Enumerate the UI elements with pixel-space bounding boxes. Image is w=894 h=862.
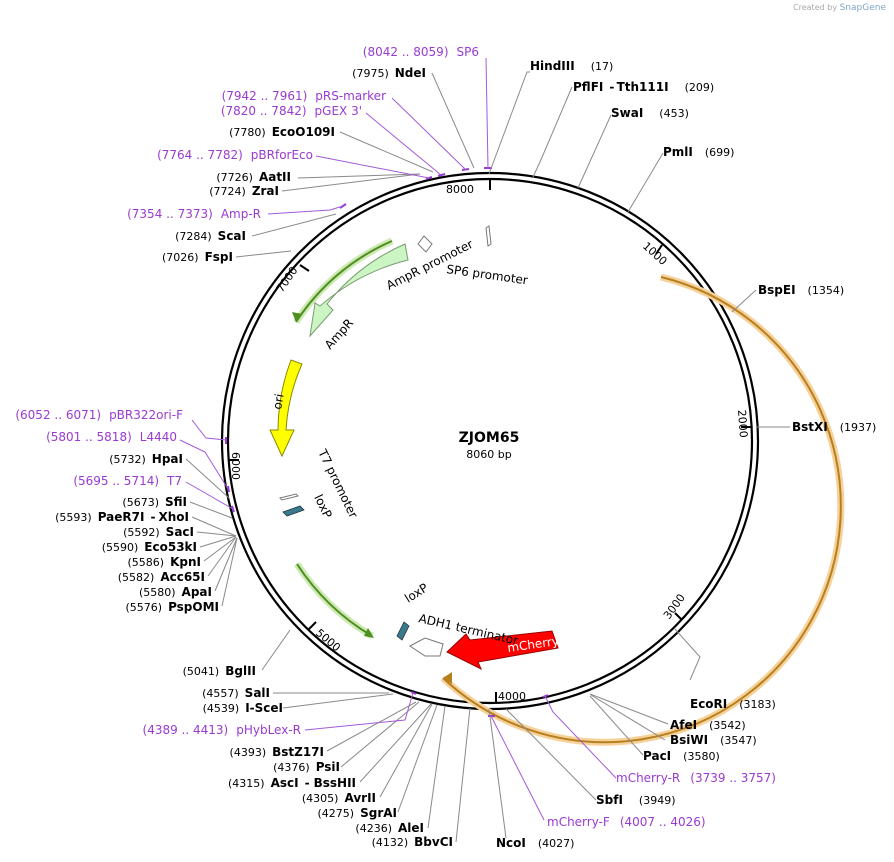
leader-lines (185, 71, 790, 843)
enzyme-ncoi: NcoI(4027) (496, 836, 574, 850)
enzyme-hindiii: HindIII(17) (530, 59, 613, 73)
enzyme-paer7i-xhoi: (5593)PaeR7I-XhoI (55, 510, 189, 524)
primer-mcherry-f: mCherry-F(4007 .. 4026) (547, 815, 706, 829)
tick-label-7000: 7000 (274, 264, 301, 294)
ori-feature-arrow (269, 359, 303, 458)
enzyme-alei: (4236)AleI (355, 821, 424, 835)
tick-label-8000: 8000 (446, 183, 474, 196)
primer-mark-phyblex-r (410, 691, 417, 695)
loxp-right-arrow (396, 621, 410, 641)
sp6-promoter-arrow (485, 225, 492, 247)
tick-label-2000: 2000 (735, 409, 750, 438)
tick-5000 (308, 621, 317, 630)
mcherry-feature-arrow (446, 630, 559, 671)
enzyme-zrai: (7724)ZraI (209, 184, 279, 198)
plasmid-length: 8060 bp (466, 448, 511, 461)
ampr-label: AmpR (322, 316, 356, 352)
primer-l4440: (5801 .. 5818)L4440 (46, 430, 177, 444)
tick-label-4000: 4000 (498, 690, 526, 703)
enzyme-bbvci: (4132)BbvCI (372, 835, 453, 849)
snapgene-logo: SnapGene (839, 3, 886, 13)
enzyme-sbfi: SbfI(3949) (596, 793, 676, 807)
enzyme-swai: SwaI(453) (611, 106, 689, 120)
enzyme-pspomi: (5576)PspOMI (125, 600, 219, 614)
enzyme-ecoo109i: (7780)EcoO109I (229, 125, 335, 139)
enzyme-eco53ki: (5590)Eco53kI (102, 540, 197, 554)
tick-7000 (299, 264, 310, 272)
scale-ticks (228, 179, 752, 703)
primer-pbrforeco: (7764 .. 7782)pBRforEco (157, 148, 313, 162)
green-arc-upper-halo (293, 237, 394, 324)
primer-mark-pgex3 (437, 173, 446, 177)
enzyme-bsiwi: BsiWI(3547) (670, 733, 757, 747)
tick-label-5000: 5000 (313, 626, 343, 654)
enzyme-saci: (5592)SacI (123, 525, 194, 539)
adh1-terminator-arrow (409, 637, 444, 657)
enzyme-avrii: (4305)AvrII (302, 791, 376, 805)
enzyme-sfii: (5673)SfiI (122, 495, 187, 509)
green-arc-lower-arrowhead (364, 628, 374, 638)
enzyme-pmli: PmlI(699) (663, 145, 734, 159)
primer-pbr322ori-f: (6052 .. 6071)pBR322ori-F (15, 408, 183, 422)
tick-1000 (655, 244, 663, 255)
primer-t7: (5695 .. 5714)T7 (73, 474, 182, 488)
enzyme-sali: (4557)SalI (202, 686, 270, 700)
ori-label: ori (270, 393, 286, 411)
enzyme-psii: (4376)PsiI (273, 760, 340, 774)
enzyme-ndei: (7975)NdeI (352, 66, 426, 80)
enzyme-asci-bsshii: (4315)AscI-BssHII (228, 776, 356, 790)
enzyme-bglii: (5041)BglII (183, 664, 256, 678)
green-arc-upper-arrowhead (292, 312, 302, 322)
primer-phyblex-r: (4389 .. 4413)pHybLex-R (143, 723, 301, 737)
enzyme-paci: PacI(3580) (643, 749, 720, 763)
enzyme-hpai: (5732)HpaI (109, 452, 183, 466)
enzyme-afei: AfeI(3542) (670, 718, 746, 732)
enzyme-i-scei: (4539)I-SceI (203, 701, 283, 715)
tick-label-6000: 6000 (229, 452, 242, 480)
primer-mcherry-r: mCherry-R(3739 .. 3757) (616, 771, 776, 785)
primer-prs-marker: (7942 .. 7961)pRS-marker (222, 89, 386, 103)
enzyme-ecori: EcoRI(3183) (690, 697, 776, 711)
enzyme-acc65i: (5582)Acc65I (118, 570, 205, 584)
primer-sp6: (8042 .. 8059)SP6 (363, 45, 479, 59)
enzyme-bstxi: BstXI(1937) (792, 420, 876, 434)
enzyme-bspei: BspEI(1354) (758, 283, 844, 297)
enzyme-kpni: (5586)KpnI (128, 555, 201, 569)
enzyme-bstz17i: (4393)BstZ17I (230, 745, 324, 759)
t7-promoter-arrow (279, 493, 299, 501)
enzyme-pflfi-tth111i: PflFI-Tth111I(209) (573, 80, 714, 94)
orange-arc-halo (440, 273, 845, 746)
ampr-promoter-arrow (417, 235, 433, 253)
enzyme-fspi: (7026)FspI (162, 250, 233, 264)
tick-label-1000: 1000 (640, 240, 670, 268)
plasmid-name: ZJOM65 (459, 430, 520, 446)
sp6-promoter-label: SP6 promoter (446, 262, 529, 287)
primer-pgex-3: (7820 .. 7842)pGEX 3' (221, 104, 362, 118)
credit-prefix: Created by (793, 3, 838, 12)
loxp-left-arrow (282, 505, 305, 517)
primer-leader-lines (179, 57, 617, 821)
tick-3000 (674, 612, 683, 621)
loxp-left-label: loxP (311, 492, 334, 520)
snapgene-credit: Created by SnapGene (793, 3, 886, 13)
primer-amp-r: (7354 .. 7373)Amp-R (127, 207, 261, 221)
orange-arc-feature (442, 276, 842, 744)
enzyme-scai: (7284)ScaI (175, 229, 246, 243)
enzyme-apai: (5580)ApaI (139, 585, 212, 599)
loxp-right-label: loxP (402, 581, 430, 606)
orange-arc-arrowhead (443, 672, 452, 684)
enzyme-aatii: (7726)AatII (216, 170, 291, 184)
enzyme-sgrai: (4275)SgrAI (318, 806, 397, 820)
green-arc-lower-halo (294, 562, 374, 640)
green-arc-upper (295, 240, 393, 323)
ampr-feature-arrow (309, 243, 409, 338)
green-arc-lower (296, 563, 373, 637)
primer-mark-l4440 (227, 485, 230, 493)
